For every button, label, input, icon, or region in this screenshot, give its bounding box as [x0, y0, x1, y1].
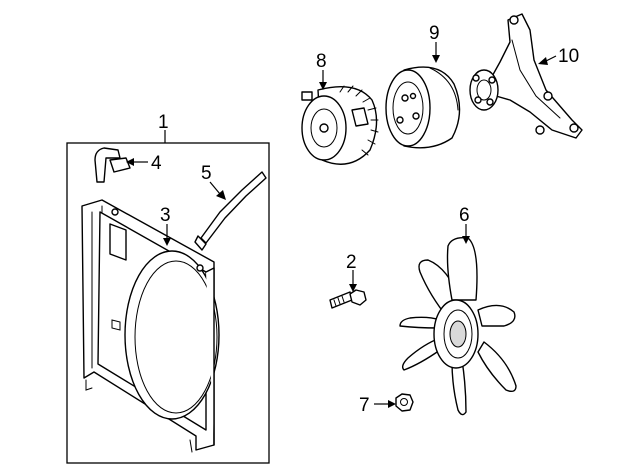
fan-shroud	[81, 199, 220, 453]
callout-1: 1	[158, 112, 169, 133]
shroud-assembly-frame	[66, 142, 270, 464]
callout-leaders	[126, 42, 557, 408]
fan-nut	[395, 393, 414, 412]
overflow-tube	[194, 171, 267, 251]
callout-8: 8	[316, 51, 327, 72]
fan-clutch	[301, 85, 379, 165]
callout-7: 7	[359, 395, 370, 416]
fan-blade	[401, 337, 441, 371]
fan-shroud-opening	[124, 250, 220, 420]
fan-pulley	[385, 66, 461, 149]
cooling-fan	[399, 236, 517, 416]
callout-6: 6	[459, 205, 470, 226]
callout-10: 10	[558, 46, 579, 67]
callout-5: 5	[201, 163, 212, 184]
fan-blade	[399, 316, 441, 329]
callout-9: 9	[429, 23, 440, 44]
callout-4: 4	[151, 153, 162, 174]
fan-blade	[477, 341, 517, 393]
hose-clamp	[94, 147, 131, 183]
fan-blade	[446, 236, 478, 301]
callout-3: 3	[160, 205, 171, 226]
fan-bracket	[469, 13, 583, 139]
fan-bolt	[329, 289, 367, 309]
fan-blade	[477, 304, 516, 327]
callout-2: 2	[346, 252, 357, 273]
fan-blade	[451, 359, 467, 416]
